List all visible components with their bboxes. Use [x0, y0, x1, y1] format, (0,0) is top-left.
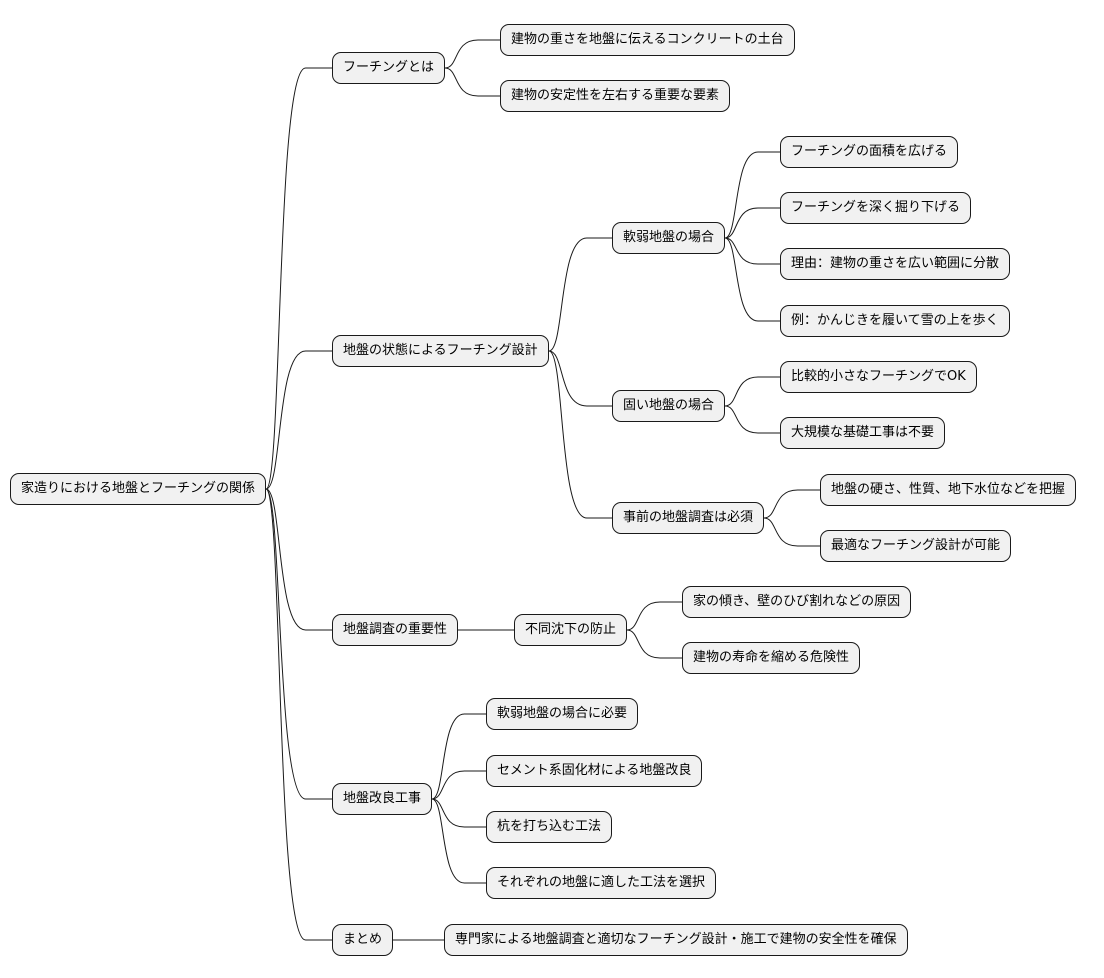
connector-line [724, 151, 780, 239]
connector-line [431, 798, 486, 828]
leaf-node-summary-text: 専門家による地盤調査と適切なフーチング設計・施工で建物の安全性を確保 [444, 924, 908, 956]
leaf-node-footing-base: 建物の重さを地盤に伝えるコンクリートの土台 [500, 24, 795, 56]
leaf-node-settlement-causes: 家の傾き、壁のひび割れなどの原因 [682, 586, 912, 618]
sub-node-prior-survey: 事前の地盤調査は必須 [612, 502, 765, 534]
connector-line [265, 488, 332, 800]
connector-line [626, 629, 682, 659]
leaf-node-needed-soft-ground: 軟弱地盤の場合に必要 [486, 698, 639, 730]
leaf-node-reason-spread-load: 理由：建物の重さを広い範囲に分散 [780, 248, 1011, 280]
sub-node-hard-ground: 固い地盤の場合 [612, 390, 726, 422]
connector-line [724, 405, 780, 434]
connector-line [431, 770, 486, 800]
connector-line [444, 67, 500, 97]
leaf-node-widen-footing: フーチングの面積を広げる [780, 136, 959, 168]
sub-node-prevent-settlement: 不同沈下の防止 [514, 614, 628, 646]
connector-line [431, 713, 486, 800]
root-node: 家造りにおける地盤とフーチングの関係 [10, 473, 267, 505]
connector-line [724, 237, 780, 322]
leaf-node-deepen-footing: フーチングを深く掘り下げる [780, 192, 972, 224]
leaf-node-choose-method: それぞれの地盤に適した工法を選択 [486, 867, 717, 899]
connector-line [763, 517, 820, 547]
leaf-node-footing-stability: 建物の安定性を左右する重要な要素 [500, 80, 731, 112]
branch-node-summary: まとめ [332, 924, 394, 956]
leaf-node-example-snowshoes: 例：かんじきを履いて雪の上を歩く [780, 305, 1010, 337]
connector-line [548, 350, 612, 519]
connector-line [548, 237, 612, 352]
leaf-node-understand-ground: 地盤の硬さ、性質、地下水位などを把握 [820, 474, 1077, 506]
connector-line [724, 237, 780, 265]
connector-line [265, 488, 332, 631]
leaf-node-small-footing-ok: 比較的小さなフーチングでOK [780, 361, 977, 393]
connector-line [265, 488, 332, 941]
connector-line [763, 489, 820, 519]
leaf-node-no-large-foundation: 大規模な基礎工事は不要 [780, 417, 946, 449]
connector-line [431, 798, 486, 884]
leaf-node-optimal-design: 最適なフーチング設計が可能 [820, 530, 1012, 562]
leaf-node-cement-improvement: セメント系固化材による地盤改良 [486, 755, 703, 787]
connector-line [444, 39, 500, 69]
branch-node-ground-improvement: 地盤改良工事 [332, 783, 433, 815]
connector-line [548, 350, 612, 407]
connector-line [626, 601, 682, 631]
branch-node-survey-importance: 地盤調査の重要性 [332, 614, 459, 646]
connector-line [265, 67, 332, 490]
connector-line [724, 376, 780, 407]
branch-node-footing-design: 地盤の状態によるフーチング設計 [332, 335, 549, 367]
connector-line [724, 207, 780, 239]
connector-line [265, 350, 332, 490]
branch-node-footing-definition: フーチングとは [332, 52, 446, 84]
leaf-node-pile-method: 杭を打ち込む工法 [486, 811, 613, 843]
sub-node-soft-ground: 軟弱地盤の場合 [612, 222, 726, 254]
leaf-node-shortens-lifespan: 建物の寿命を縮める危険性 [682, 642, 861, 674]
